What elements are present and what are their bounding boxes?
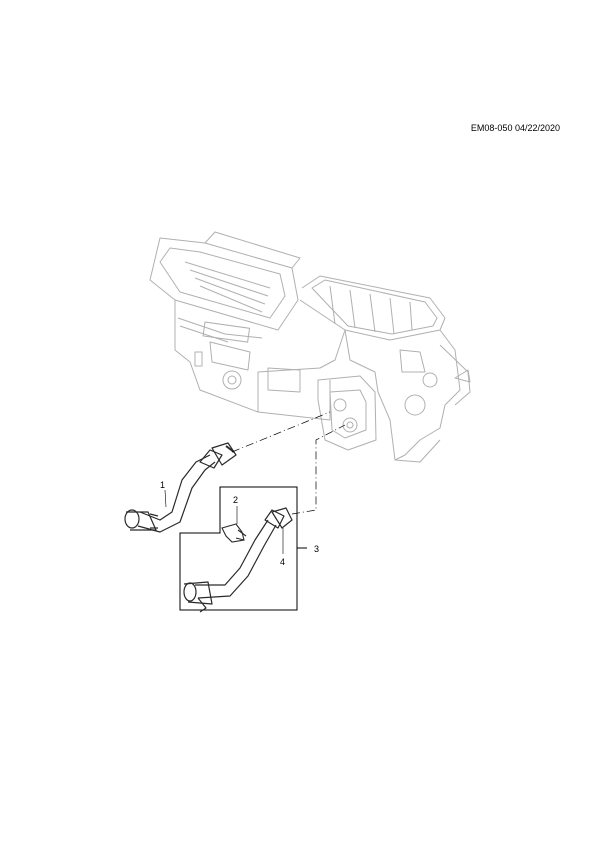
hose-clip-2 — [221, 523, 247, 543]
callout-4: 4 — [280, 557, 285, 567]
callout-1: 1 — [160, 480, 165, 490]
hvac-unit — [149, 231, 471, 463]
kit-box — [179, 486, 307, 611]
callout-2: 2 — [233, 495, 238, 505]
document-code: EM08-050 04/22/2020 — [470, 123, 560, 133]
leader-lines — [164, 489, 284, 554]
hose-4 — [183, 507, 293, 613]
callout-3: 3 — [314, 544, 319, 554]
hose-1 — [124, 442, 237, 533]
connection-lines — [231, 411, 346, 515]
